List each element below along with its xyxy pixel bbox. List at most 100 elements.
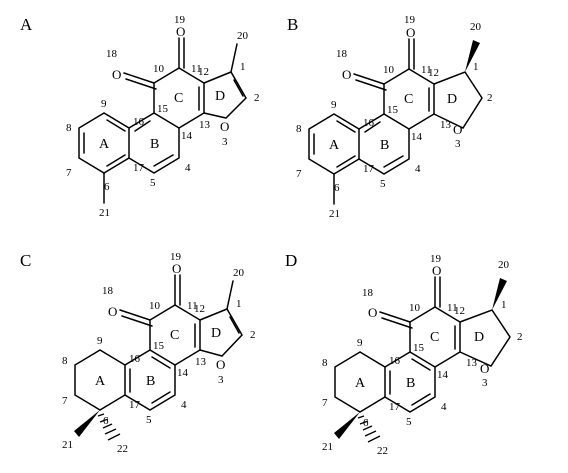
- ring-label-a: A: [99, 137, 110, 152]
- atom-number: 18: [102, 285, 114, 297]
- atom-number: 1: [501, 299, 507, 311]
- atom-number: 4: [185, 162, 191, 174]
- ring-label-c: C: [404, 92, 413, 107]
- bond-lines: [308, 38, 483, 205]
- atom-number: 20: [233, 267, 245, 279]
- atom-number: 5: [380, 178, 386, 190]
- atom-number: 2: [250, 329, 256, 341]
- ring-label-a: A: [329, 138, 340, 153]
- atom-number: 20: [498, 259, 510, 271]
- atom-number: 22: [377, 445, 388, 457]
- atom-number: 2: [517, 331, 523, 343]
- atom-number: 17: [363, 163, 375, 175]
- ring-label-a: A: [95, 374, 106, 389]
- atom-number: 8: [66, 122, 72, 134]
- atom-number: 7: [62, 395, 68, 407]
- wedge-bond: [492, 278, 507, 310]
- atom-number: 9: [331, 99, 337, 111]
- atom-number: 6: [334, 182, 340, 194]
- atom-number: 11: [191, 63, 202, 75]
- atom-number: 4: [441, 401, 447, 413]
- atom-number: 4: [415, 163, 421, 175]
- structure-panel-a: A O O O A B C D 1 2: [20, 14, 260, 219]
- atom-number: 15: [387, 104, 399, 116]
- atom-number: 17: [129, 399, 141, 411]
- ring-label-b: B: [150, 137, 159, 152]
- hash-bond: [97, 413, 121, 441]
- atom-number: 3: [455, 138, 461, 150]
- atom-numbers: 1 2 3 4 5 6 7 8 9 10 11 12 13 14 15 16 1…: [322, 253, 523, 457]
- atom-number: 21: [322, 441, 333, 453]
- ring-label-d: D: [215, 89, 225, 104]
- atom-number: 3: [482, 377, 488, 389]
- atom-number: 15: [157, 103, 169, 115]
- atom-number: 8: [62, 355, 68, 367]
- atom-o-19: O: [406, 25, 415, 40]
- atom-number: 9: [357, 337, 363, 349]
- atom-o-18: O: [342, 67, 351, 82]
- atom-number: 17: [389, 401, 401, 413]
- atom-number: 8: [322, 357, 328, 369]
- atom-number: 13: [199, 119, 211, 131]
- ring-label-d: D: [474, 330, 484, 345]
- atom-number: 1: [236, 298, 242, 310]
- atom-o-3: O: [480, 361, 489, 376]
- atom-number: 4: [181, 399, 187, 411]
- atom-number: 18: [336, 48, 348, 60]
- atom-number: 8: [296, 123, 302, 135]
- atom-number: 21: [62, 439, 73, 451]
- ring-label-c: C: [174, 91, 183, 106]
- atom-number: 12: [194, 303, 205, 315]
- atom-o-19: O: [172, 261, 181, 276]
- atom-number: 6: [363, 417, 369, 429]
- atom-o-18: O: [368, 305, 377, 320]
- ring-label-c: C: [430, 330, 439, 345]
- atom-number: 18: [106, 48, 118, 60]
- bond-lines: [78, 37, 247, 204]
- atom-number: 13: [466, 357, 478, 369]
- atom-number: 15: [153, 340, 165, 352]
- atom-number: 12: [428, 67, 439, 79]
- wedge-bond: [334, 412, 360, 439]
- atom-number: 10: [409, 302, 421, 314]
- structure-panel-b: B O O O A B C D 1 2 3 4 5 6 7: [287, 14, 493, 220]
- ring-label-c: C: [170, 328, 179, 343]
- atom-number: 7: [296, 168, 302, 180]
- atom-number: 6: [103, 415, 109, 427]
- atom-number: 14: [437, 369, 449, 381]
- atom-number: 12: [454, 305, 465, 317]
- atom-number: 11: [187, 300, 198, 312]
- atom-number: 7: [66, 167, 72, 179]
- bond-lines: [74, 274, 243, 411]
- structure-panel-c: C O O O A B C D 1 2 3: [20, 251, 256, 455]
- atom-number: 20: [237, 30, 249, 42]
- atom-number: 14: [181, 130, 193, 142]
- atom-number: 17: [133, 162, 145, 174]
- wedge-bond: [74, 410, 100, 437]
- atom-number: 10: [383, 64, 395, 76]
- atom-number: 7: [322, 397, 328, 409]
- atom-number: 21: [329, 208, 340, 220]
- atom-number: 3: [222, 136, 228, 148]
- atom-number: 11: [421, 64, 432, 76]
- atom-number: 6: [104, 181, 110, 193]
- atom-number: 21: [99, 207, 110, 219]
- atom-number: 18: [362, 287, 374, 299]
- panel-label-d: D: [285, 251, 297, 270]
- hash-bond: [357, 415, 381, 443]
- atom-number: 16: [363, 117, 375, 129]
- atom-number: 5: [146, 414, 152, 426]
- atom-number: 20: [470, 21, 482, 33]
- structure-panel-d: D O O O A B C D 1 2 3: [285, 251, 523, 457]
- atom-number: 22: [117, 443, 128, 455]
- atom-number: 13: [440, 119, 452, 131]
- panel-label-b: B: [287, 15, 298, 34]
- bond-lines: [334, 276, 511, 413]
- atom-o-18: O: [112, 67, 121, 82]
- atom-number: 1: [473, 61, 479, 73]
- atom-numbers: 1 2 3 4 5 6 7 8 9 10 11 12 13 14 15 16 1…: [296, 14, 493, 220]
- atom-number: 13: [195, 356, 207, 368]
- atom-number: 16: [129, 353, 141, 365]
- ring-label-b: B: [406, 376, 415, 391]
